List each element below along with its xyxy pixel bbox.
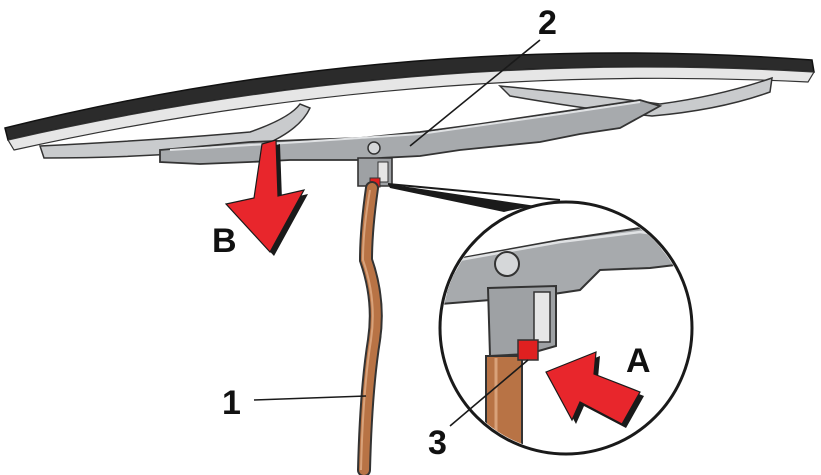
callout-a: A xyxy=(626,342,651,380)
wiper-rubber-edge xyxy=(7,66,816,151)
zoom-wedge xyxy=(388,184,536,212)
leader-line-1 xyxy=(253,395,367,401)
wiper-blade xyxy=(4,52,816,188)
zoom-wedge-line xyxy=(387,183,561,201)
leader-line-2 xyxy=(409,39,541,147)
detail-adapter-slot xyxy=(533,291,551,343)
callout-2: 2 xyxy=(538,4,557,42)
pull-arrow-group xyxy=(224,139,308,256)
detail-arm xyxy=(485,355,523,452)
wiper-arm-shine xyxy=(360,189,374,471)
callout-3: 3 xyxy=(428,424,447,462)
arrow-left-icon-face xyxy=(545,351,641,425)
blade-frame-highlight xyxy=(169,101,641,151)
clip-red xyxy=(517,339,539,361)
callout-b: B xyxy=(212,222,237,260)
callout-1: 1 xyxy=(222,384,241,422)
arrow-down-icon-face xyxy=(224,139,306,254)
wiper-arm-fill xyxy=(359,183,381,475)
adapter-slot xyxy=(377,161,389,183)
center-rivet xyxy=(367,141,381,155)
leader-line-3 xyxy=(449,359,529,427)
detail-rivet xyxy=(494,251,520,277)
detail-view xyxy=(438,200,694,456)
